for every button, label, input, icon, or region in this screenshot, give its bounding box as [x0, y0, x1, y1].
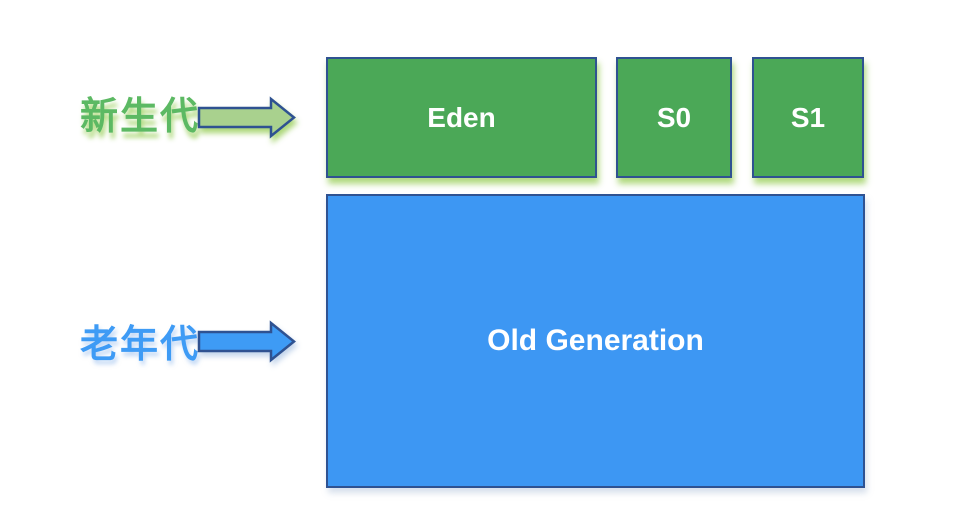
s0-box: S0 — [616, 57, 732, 178]
old-gen-box: Old Generation — [326, 194, 865, 488]
old-gen-label: 老年代 — [80, 324, 201, 366]
right-arrow-shape — [197, 96, 296, 139]
s1-box-label: S1 — [790, 101, 826, 133]
eden-box-label: Eden — [427, 101, 496, 133]
s0-box-label: S0 — [656, 101, 692, 133]
eden-box: Eden — [326, 57, 597, 178]
young-gen-right-arrow-icon — [197, 96, 296, 139]
right-arrow-shape — [197, 320, 296, 363]
old-gen-box-label: Old Generation — [487, 324, 704, 357]
young-gen-label: 新生代 — [80, 96, 201, 138]
s1-box: S1 — [752, 57, 864, 178]
old-gen-right-arrow-icon — [197, 320, 296, 363]
